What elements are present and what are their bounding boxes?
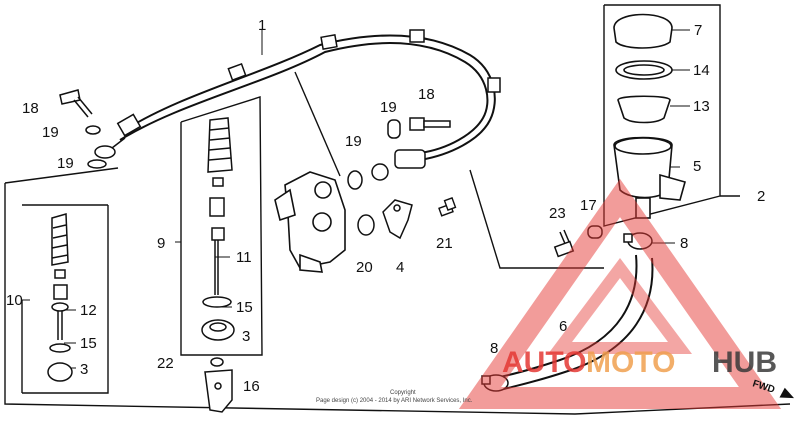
callout-3b: 3 — [80, 361, 88, 378]
fwd-arrow-icon — [779, 387, 795, 399]
banjo-bolt-left — [59, 89, 93, 118]
callout-23: 23 — [549, 205, 566, 222]
callout-15a: 15 — [236, 299, 253, 316]
watermark: AUTO MOTO HUB — [458, 178, 782, 409]
callout-18b: 18 — [418, 86, 435, 103]
watermark-moto: MOTO — [586, 346, 675, 379]
callout-18a: 18 — [22, 100, 39, 117]
reservoir-hose-6 — [494, 254, 654, 391]
cap-7 — [613, 13, 673, 49]
bleed-screw-21 — [438, 197, 457, 217]
oring-20 — [357, 214, 375, 236]
callout-14: 14 — [693, 62, 710, 79]
callout-3a: 3 — [242, 328, 250, 345]
hose-leader — [294, 71, 341, 177]
watermark-inner-triangle — [548, 258, 692, 354]
clevis-16 — [204, 369, 233, 413]
hose-joint-4 — [382, 199, 413, 240]
callout-7: 7 — [694, 22, 702, 39]
group-9-box — [180, 96, 263, 356]
piston-rod — [209, 197, 225, 217]
callout-6: 6 — [559, 318, 567, 335]
callout-17: 17 — [580, 197, 597, 214]
callout-1: 1 — [258, 17, 266, 34]
callout-12: 12 — [80, 302, 97, 319]
copyright-line-2: Page design (c) 2004 - 2014 by ARI Netwo… — [316, 398, 473, 404]
circlip — [212, 177, 224, 187]
callouts: 1 2 3 3 4 5 6 7 8 8 9 10 11 12 13 14 15 … — [6, 17, 765, 395]
reservoir — [613, 13, 686, 219]
callout-15b: 15 — [80, 335, 97, 352]
callout-16: 16 — [243, 378, 260, 395]
outer-frame-top — [4, 167, 119, 184]
hose-fittings — [116, 29, 501, 181]
callout-19a: 19 — [42, 124, 59, 141]
callout-19b: 19 — [57, 155, 74, 172]
watermark-auto: AUTO — [502, 346, 586, 379]
callout-9: 9 — [157, 235, 165, 252]
rod-cap — [211, 227, 225, 241]
callout-8a: 8 — [680, 235, 688, 252]
group-10-box — [22, 205, 109, 394]
dust-boot — [207, 117, 233, 173]
piston-kit-9 — [201, 117, 235, 413]
callout-2: 2 — [757, 188, 765, 205]
banjo-left — [85, 125, 126, 169]
watermark-hub: HUB — [712, 346, 777, 379]
callout-19d: 19 — [345, 133, 362, 150]
callout-22: 22 — [157, 355, 174, 372]
banjo-bolt-right — [347, 117, 451, 190]
callout-8b: 8 — [490, 340, 498, 357]
callout-10: 10 — [6, 292, 23, 309]
callout-4: 4 — [396, 259, 404, 276]
watermark-triangle — [458, 178, 782, 409]
callout-5: 5 — [693, 158, 701, 175]
callout-20: 20 — [356, 259, 373, 276]
callout-21: 21 — [436, 235, 453, 252]
diaphragm-13 — [617, 95, 671, 124]
callout-13: 13 — [693, 98, 710, 115]
callout-11: 11 — [236, 249, 252, 266]
piston-kit-10 — [47, 213, 73, 382]
brake-hose — [119, 34, 496, 161]
callout-19c: 19 — [380, 99, 397, 116]
master-cylinder-body — [274, 171, 346, 273]
copyright-line-1: Copyright — [390, 390, 416, 396]
